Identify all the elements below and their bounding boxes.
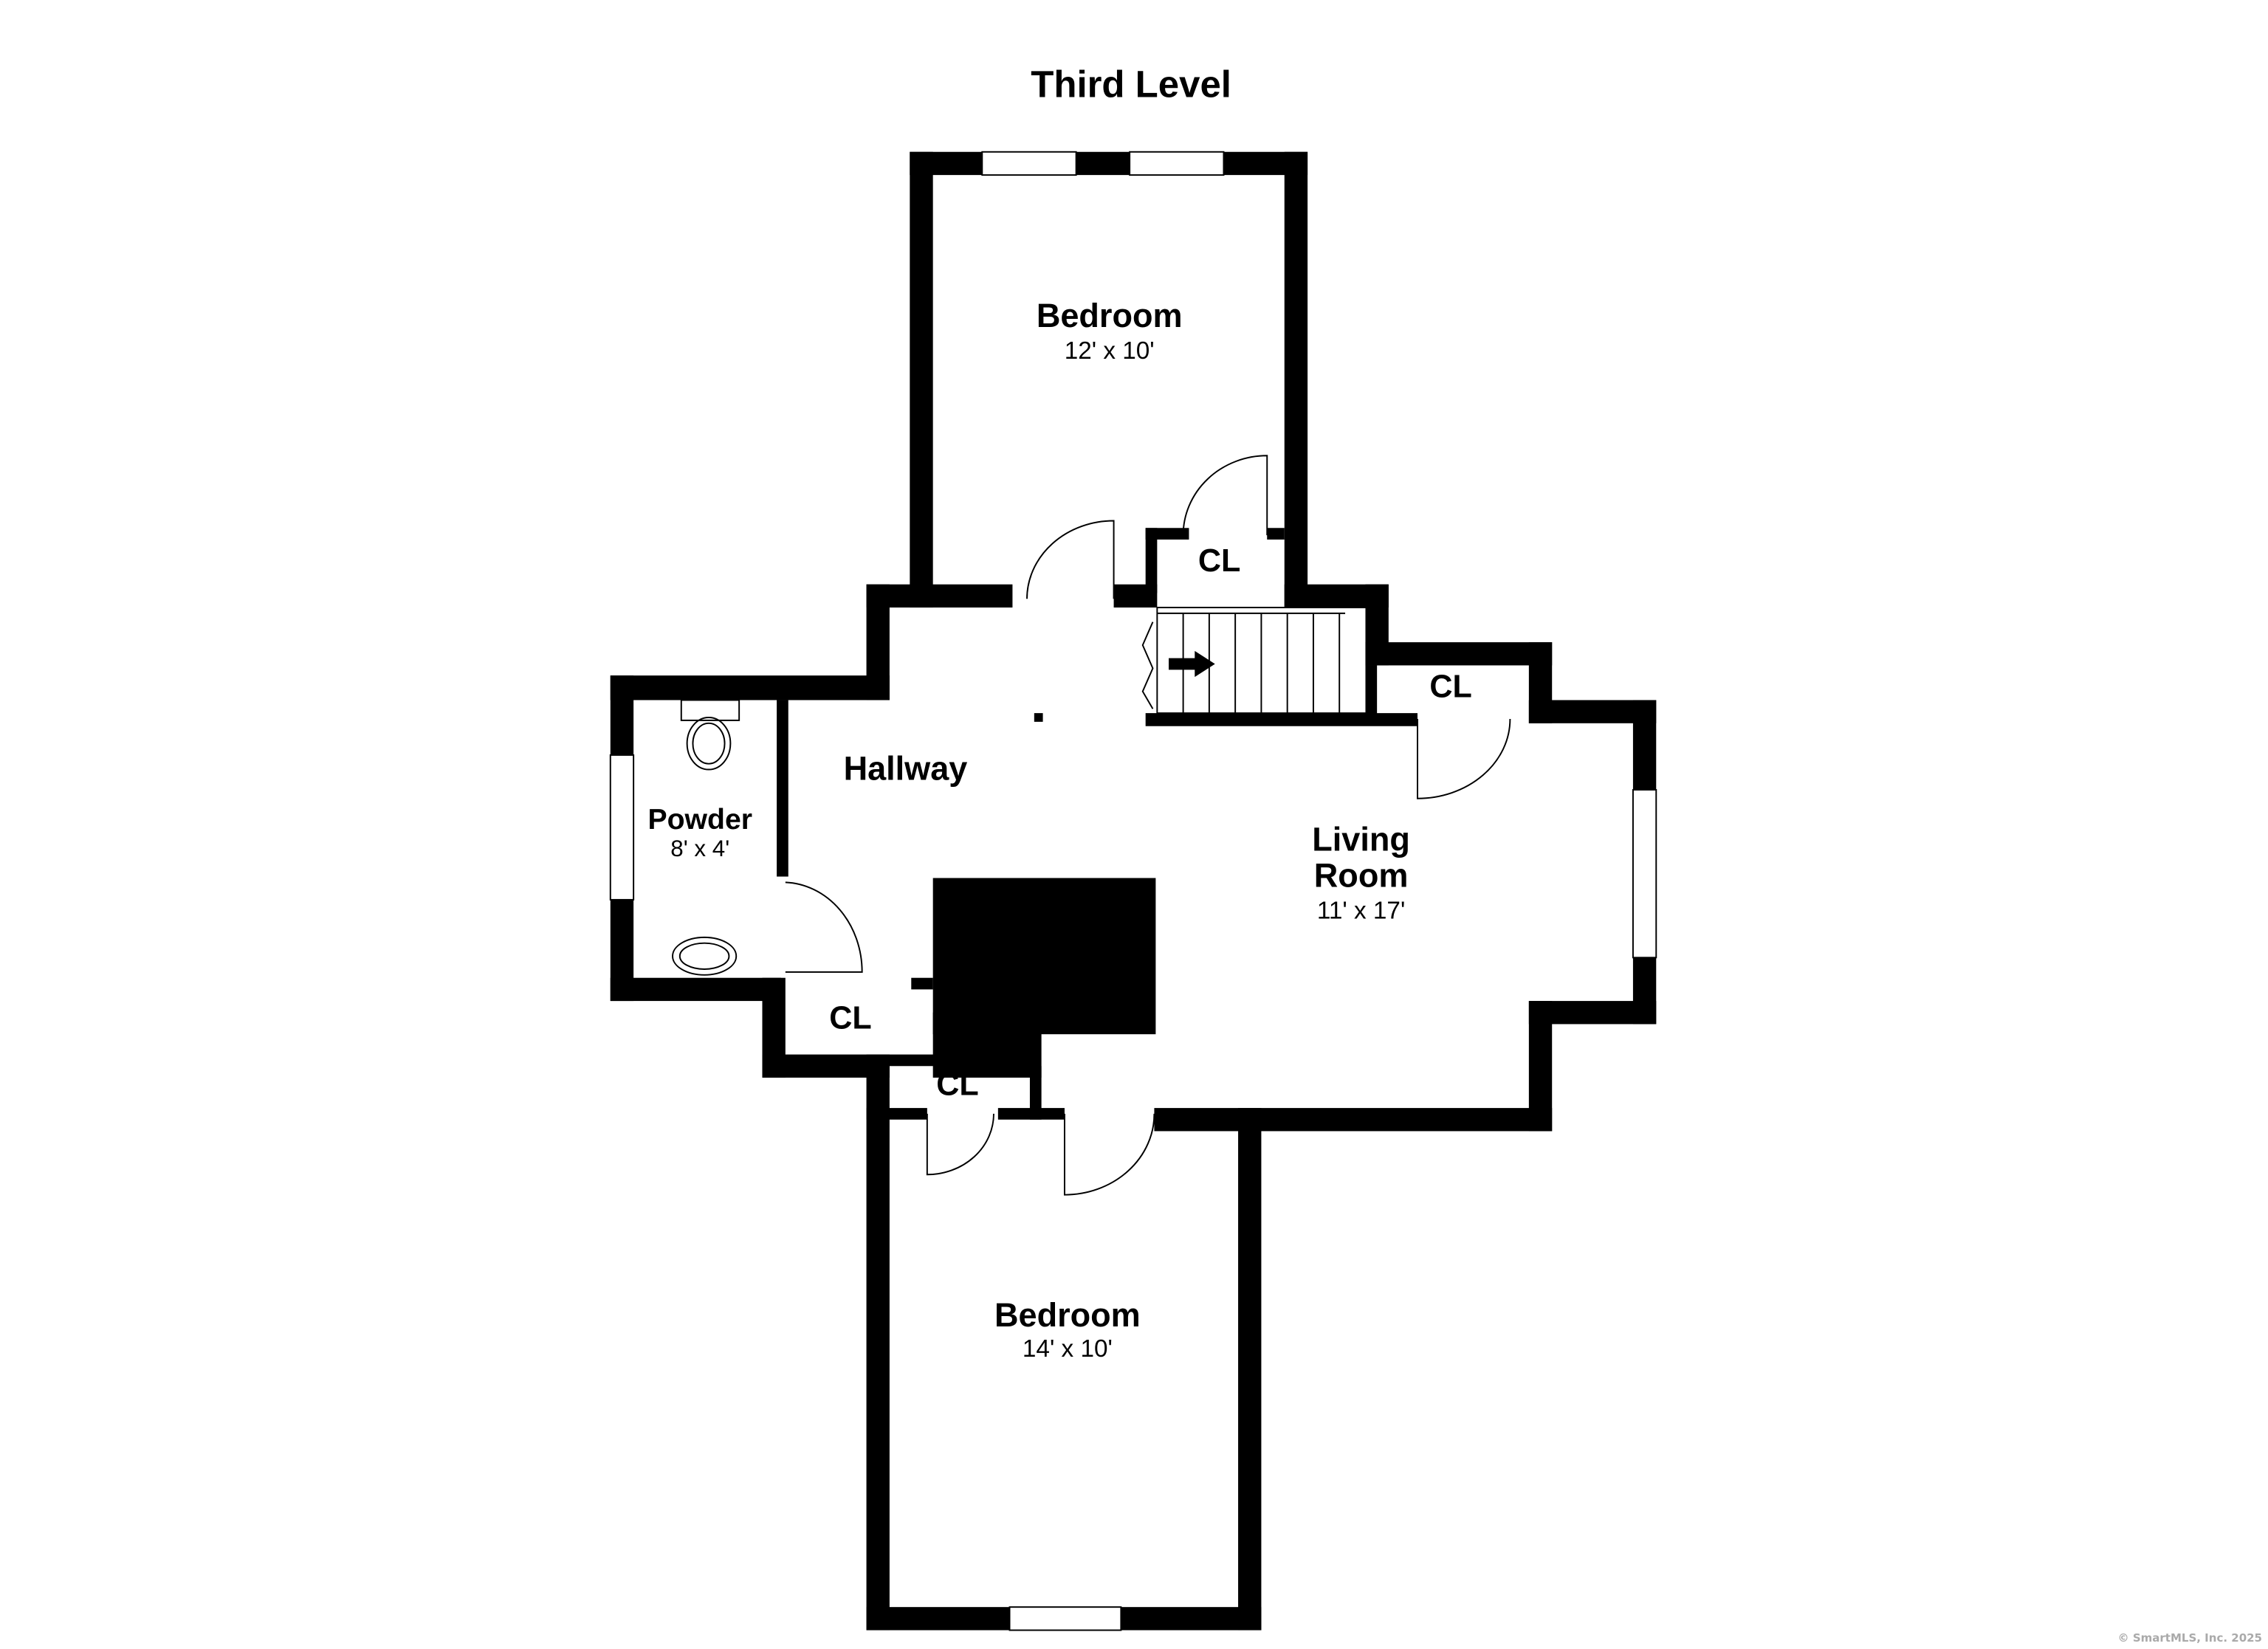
room-name-bedroom-bottom: Bedroom <box>994 1296 1141 1334</box>
window <box>609 754 635 901</box>
window <box>981 151 1077 176</box>
room-name-living-1: Living <box>1312 820 1410 858</box>
sink-icon <box>672 936 738 976</box>
room-name-hallway: Hallway <box>844 749 968 787</box>
toilet-icon <box>680 699 740 771</box>
room-size-living: 11' x 17' <box>1317 897 1405 924</box>
room-name-bedroom-top: Bedroom <box>1037 297 1183 334</box>
walls <box>610 151 1657 1631</box>
closet-label: CL <box>1198 543 1240 579</box>
room-size-bedroom-top: 12' x 10' <box>1065 337 1155 365</box>
window <box>1129 151 1225 176</box>
room-name-living-2: Room <box>1314 856 1409 894</box>
room-name-powder: Powder <box>648 804 752 836</box>
page-title: Third Level <box>1031 63 1231 105</box>
closet-label: CL <box>829 1000 871 1036</box>
chimney <box>932 878 1156 1035</box>
staircase <box>1141 607 1368 715</box>
window <box>1008 1606 1122 1631</box>
room-size-bedroom-bottom: 14' x 10' <box>1023 1335 1113 1363</box>
door-swings <box>785 455 1511 1196</box>
closet-label: CL <box>936 1067 978 1102</box>
stair-arrow-icon <box>1169 650 1215 678</box>
window <box>1632 788 1657 959</box>
closet-label: CL <box>1429 669 1471 705</box>
copyright-text: © SmartMLS, Inc. 2025 <box>2117 1631 2262 1645</box>
room-size-powder: 8' x 4' <box>670 836 729 861</box>
